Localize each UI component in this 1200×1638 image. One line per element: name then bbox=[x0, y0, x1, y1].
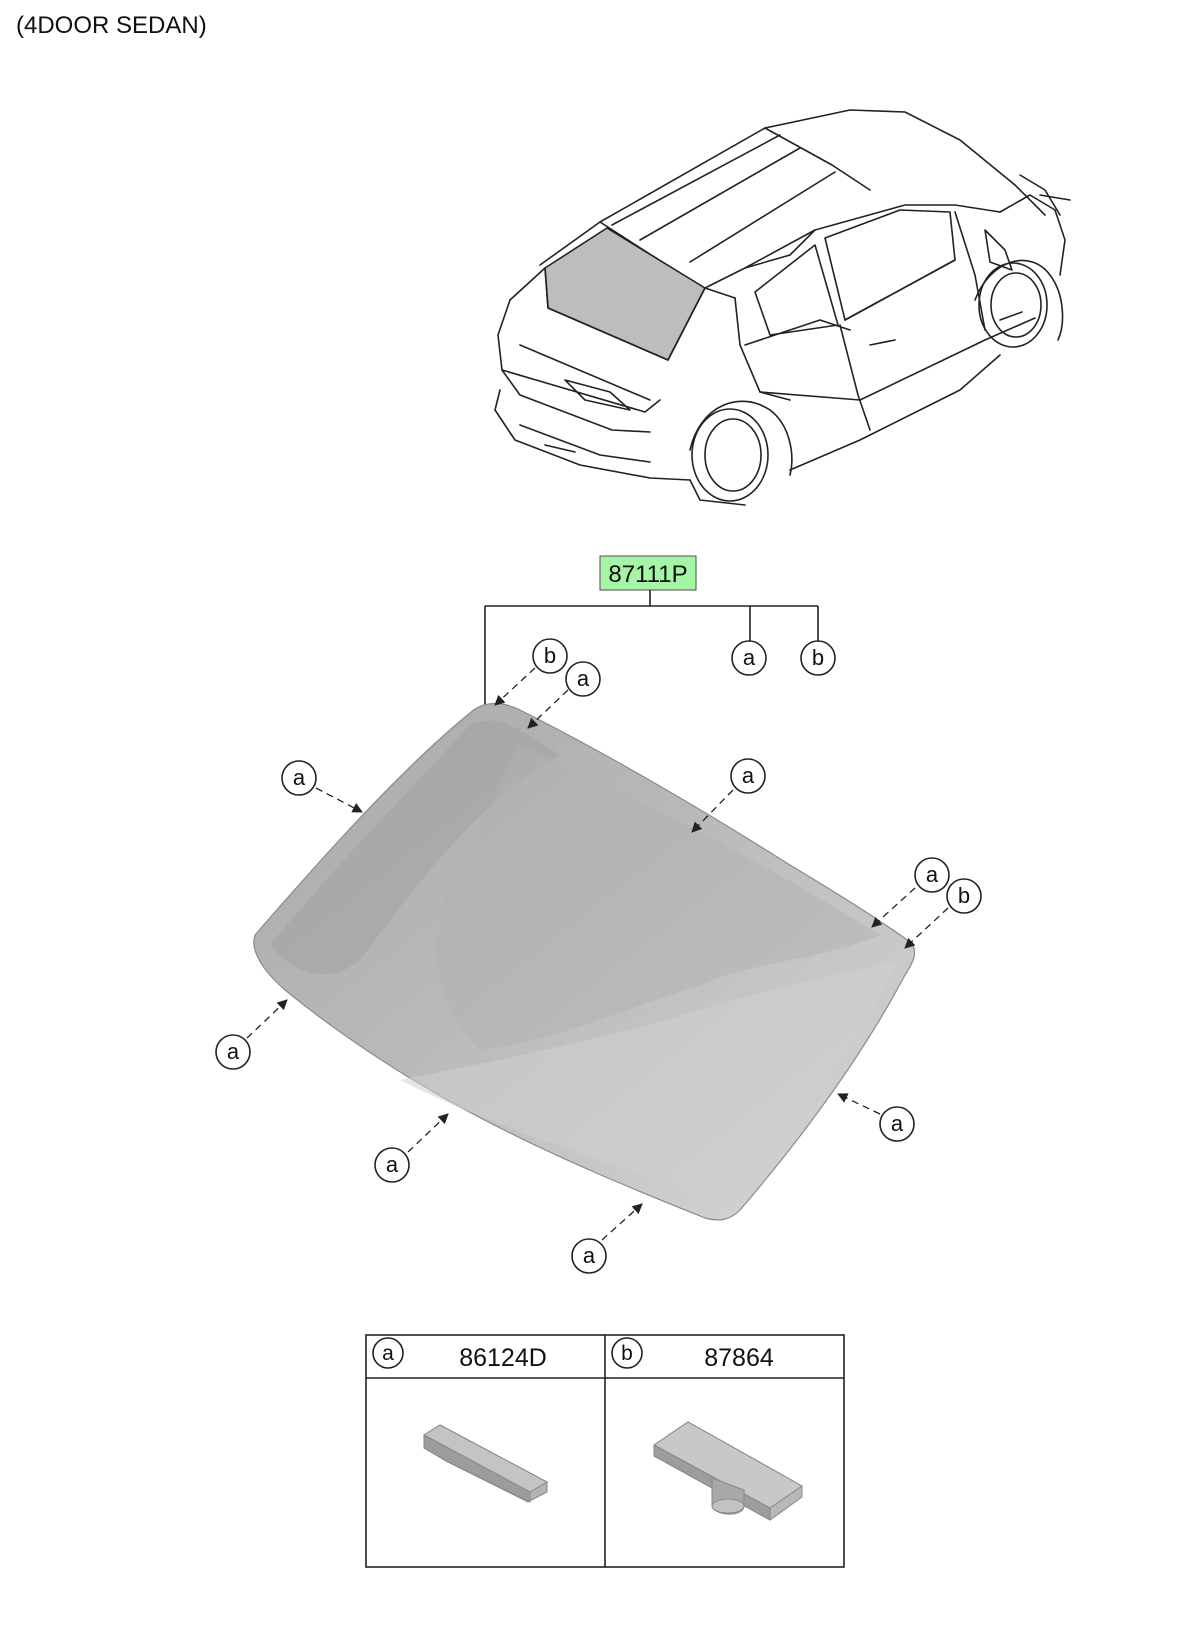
callout-circle bbox=[215, 1034, 251, 1070]
callout-a[interactable]: a bbox=[227, 1039, 240, 1064]
part-number-highlight bbox=[599, 555, 697, 591]
callout-circle bbox=[731, 640, 767, 676]
legend-key-b: b bbox=[621, 1342, 633, 1365]
callout-circle bbox=[571, 1238, 607, 1274]
callout-a[interactable]: a bbox=[891, 1111, 904, 1136]
callout-circle bbox=[879, 1106, 915, 1142]
molding-clip-icon bbox=[423, 1424, 549, 1503]
callout-b[interactable]: b bbox=[958, 883, 970, 908]
callout-a[interactable]: a bbox=[293, 765, 306, 790]
callout-a[interactable]: a bbox=[386, 1152, 399, 1177]
legend-part-87864[interactable]: 87864 bbox=[704, 1344, 774, 1372]
rear-window-glass[interactable] bbox=[253, 703, 916, 1221]
callout-a[interactable]: a bbox=[742, 763, 755, 788]
callout-circle bbox=[565, 661, 601, 697]
legend-key-a: a bbox=[382, 1342, 394, 1365]
callout-a[interactable]: a bbox=[926, 862, 939, 887]
callout-circle bbox=[532, 638, 568, 674]
page-title: (4DOOR SEDAN) bbox=[16, 12, 207, 39]
part-number-87111p[interactable]: 87111P bbox=[608, 561, 687, 588]
fastener-clip-icon bbox=[653, 1421, 803, 1521]
callout-a[interactable]: a bbox=[743, 645, 756, 670]
callout-circle bbox=[800, 640, 836, 676]
legend-part-86124d[interactable]: 86124D bbox=[459, 1344, 547, 1372]
callout-a[interactable]: a bbox=[583, 1243, 596, 1268]
callout-leaders bbox=[246, 667, 949, 1241]
legend-table bbox=[365, 1334, 845, 1568]
vehicle-illustration bbox=[494, 109, 1071, 506]
rear-window-shaded bbox=[544, 227, 706, 361]
callout-circle bbox=[946, 878, 982, 914]
callouts bbox=[215, 638, 982, 1274]
callout-circle bbox=[281, 760, 317, 796]
leader-tree bbox=[484, 590, 819, 705]
callout-circle bbox=[914, 857, 950, 893]
callout-circle bbox=[730, 758, 766, 794]
callout-b[interactable]: b bbox=[544, 643, 556, 668]
callout-letters: b a a b a a a b a a a a bbox=[227, 643, 970, 1268]
callout-b[interactable]: b bbox=[812, 645, 824, 670]
callout-a[interactable]: a bbox=[577, 666, 590, 691]
callout-circle bbox=[374, 1147, 410, 1183]
